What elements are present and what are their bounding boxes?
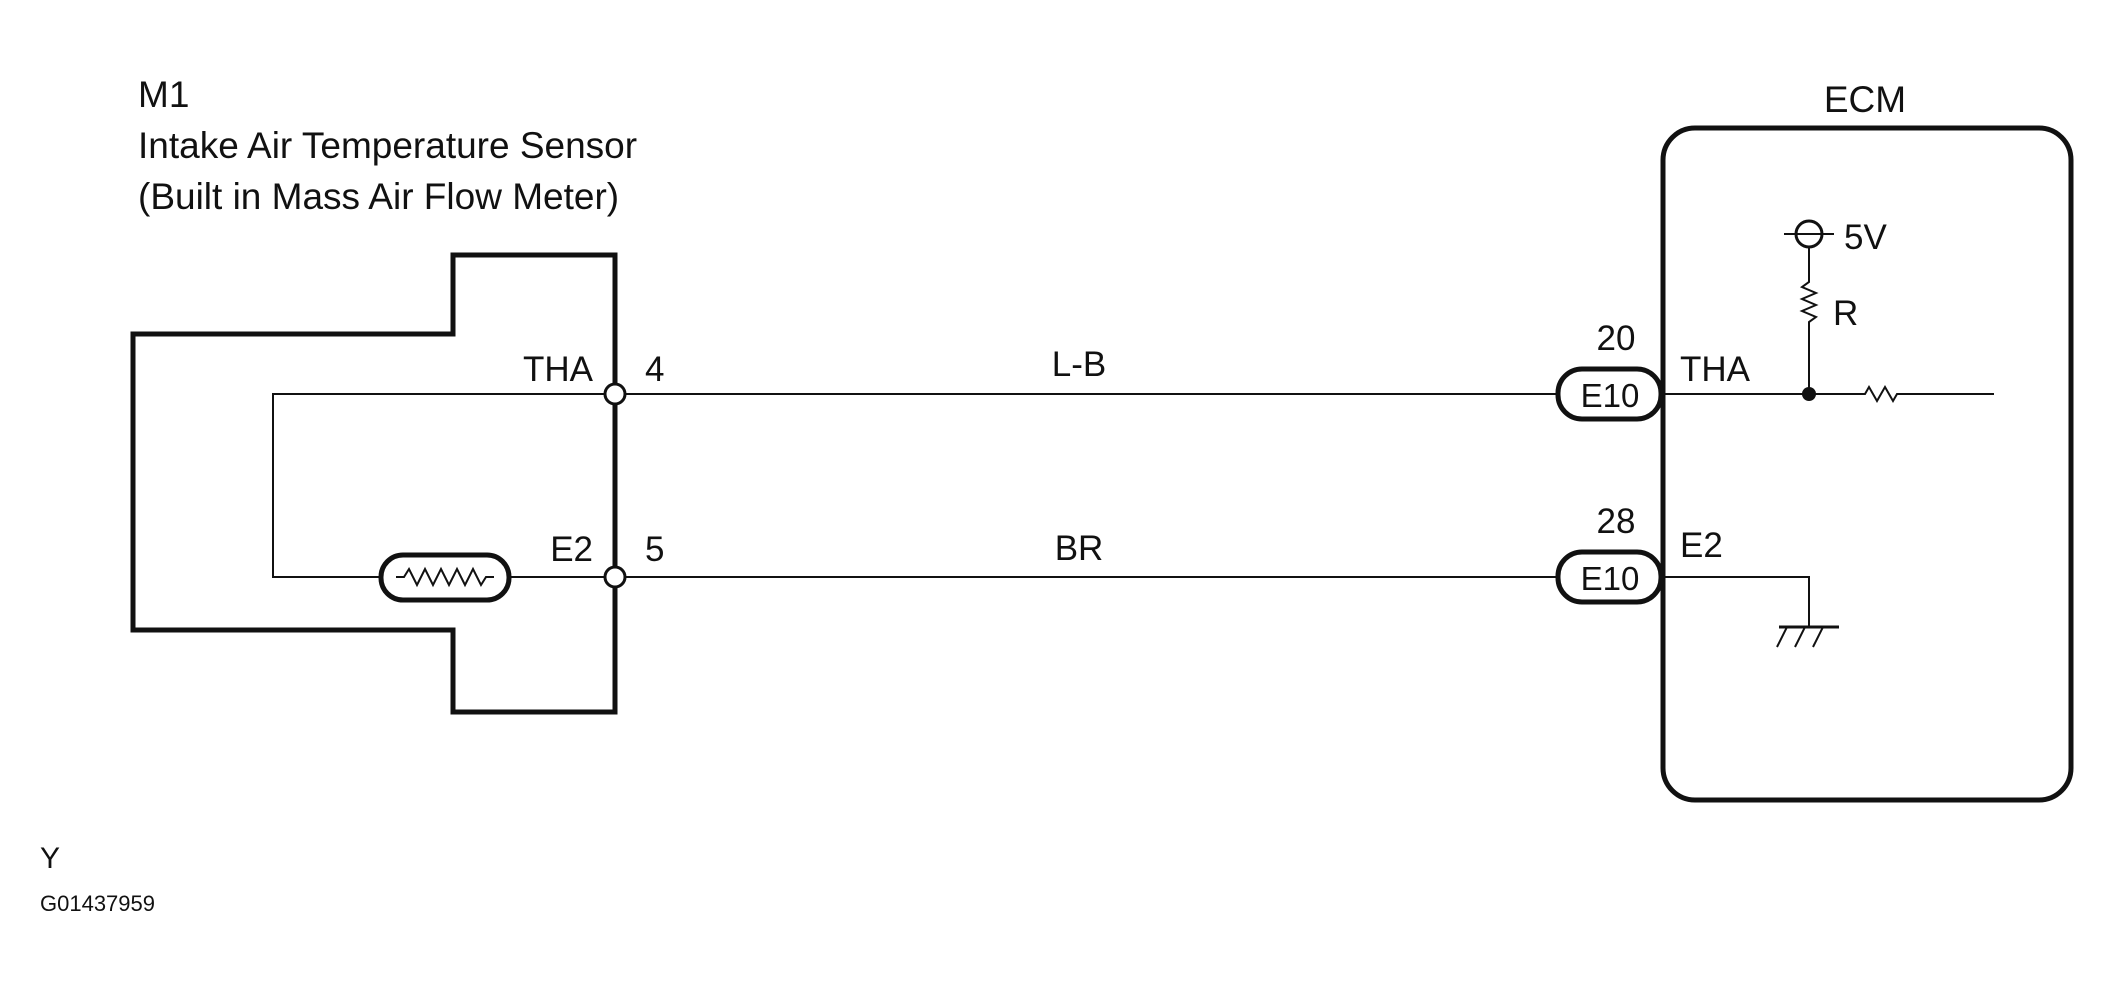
ecm-connector-tha-label: E10 xyxy=(1581,377,1640,414)
ecm-connector-tha: E10 xyxy=(1555,366,1664,422)
sensor-housing xyxy=(130,252,618,715)
sensor-terminal-tha xyxy=(603,382,627,406)
ecm-pin-tha-label: THA xyxy=(1680,350,1751,389)
footer-code: G01437959 xyxy=(40,891,155,916)
footer-letter: Y xyxy=(40,842,60,875)
ecm-pin-e2-label: E2 xyxy=(1680,526,1723,565)
pullup-resistor-icon xyxy=(1799,247,1819,394)
sensor-terminal-e2 xyxy=(603,565,627,589)
wire-e2-color: BR xyxy=(1055,529,1104,568)
ground-icon xyxy=(1776,625,1839,648)
sensor-internal-wire xyxy=(272,393,615,578)
thermistor-icon xyxy=(378,552,512,603)
sensor-pin-tha-label: THA xyxy=(523,350,594,389)
sensor-note: (Built in Mass Air Flow Meter) xyxy=(138,176,619,217)
ecm-box xyxy=(1660,125,2074,803)
wire-tha-color: L-B xyxy=(1052,345,1106,384)
ecm-title: ECM xyxy=(1824,79,1906,120)
sensor-pin-tha-number: 4 xyxy=(645,350,664,389)
ecm-pin-tha-number: 20 xyxy=(1597,319,1636,358)
ecm-pin-e2-number: 28 xyxy=(1597,502,1636,541)
pullup-resistor-label: R xyxy=(1833,294,1858,333)
sensor-pin-e2-number: 5 xyxy=(645,530,664,569)
supply-5v-label: 5V xyxy=(1844,218,1887,257)
ecm-connector-e2: E10 xyxy=(1555,549,1664,605)
ecm-input-resistor xyxy=(1858,384,1994,404)
ecm-connector-e2-label: E10 xyxy=(1581,560,1640,597)
sensor-id: M1 xyxy=(138,74,189,115)
sensor-name: Intake Air Temperature Sensor xyxy=(138,125,637,166)
supply-5v-icon xyxy=(1784,219,1834,249)
ecm-internal-e2-wire xyxy=(1661,576,1810,627)
sensor-pin-e2-label: E2 xyxy=(550,530,593,569)
